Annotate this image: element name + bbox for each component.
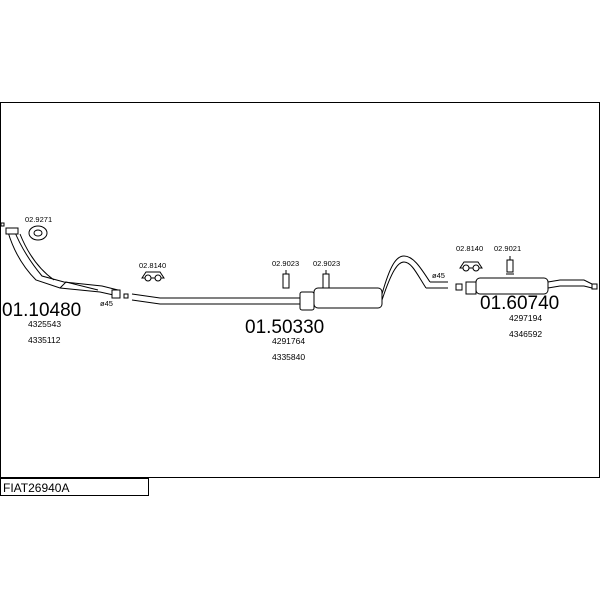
assembly-code: FIAT26940A <box>0 478 149 496</box>
hanger-right-icon <box>459 261 483 272</box>
middle-silencer <box>123 255 448 311</box>
accessory-clamp-a: 02.9023 <box>272 259 299 268</box>
part-ref-front-2: 4335112 <box>28 335 61 345</box>
accessory-clamp-b: 02.9023 <box>313 259 340 268</box>
diameter-right: ø45 <box>432 271 445 280</box>
rear-silencer <box>455 277 598 295</box>
part-ref-middle-2: 4335840 <box>272 352 305 362</box>
part-number-middle: 01.50330 <box>245 317 324 338</box>
accessory-hanger-left: 02.8140 <box>139 261 166 270</box>
part-number-rear: 01.60740 <box>480 293 559 314</box>
clamp-b-icon <box>322 270 330 289</box>
part-ref-middle-1: 4291764 <box>272 336 305 346</box>
part-ref-front-1: 4325543 <box>28 319 61 329</box>
clamp-a-icon <box>282 270 290 289</box>
gasket-front-icon <box>28 225 48 241</box>
accessory-clamp-right: 02.9021 <box>494 244 521 253</box>
part-ref-rear-1: 4297194 <box>509 313 542 323</box>
front-pipe <box>0 222 121 299</box>
accessory-hanger-right: 02.8140 <box>456 244 483 253</box>
hanger-left-icon <box>141 271 165 282</box>
clamp-right-icon <box>506 256 514 275</box>
accessory-gasket-front: 02.9271 <box>25 215 52 224</box>
diameter-left: ø45 <box>100 299 113 308</box>
part-number-front: 01.10480 <box>2 300 81 321</box>
part-ref-rear-2: 4346592 <box>509 329 542 339</box>
